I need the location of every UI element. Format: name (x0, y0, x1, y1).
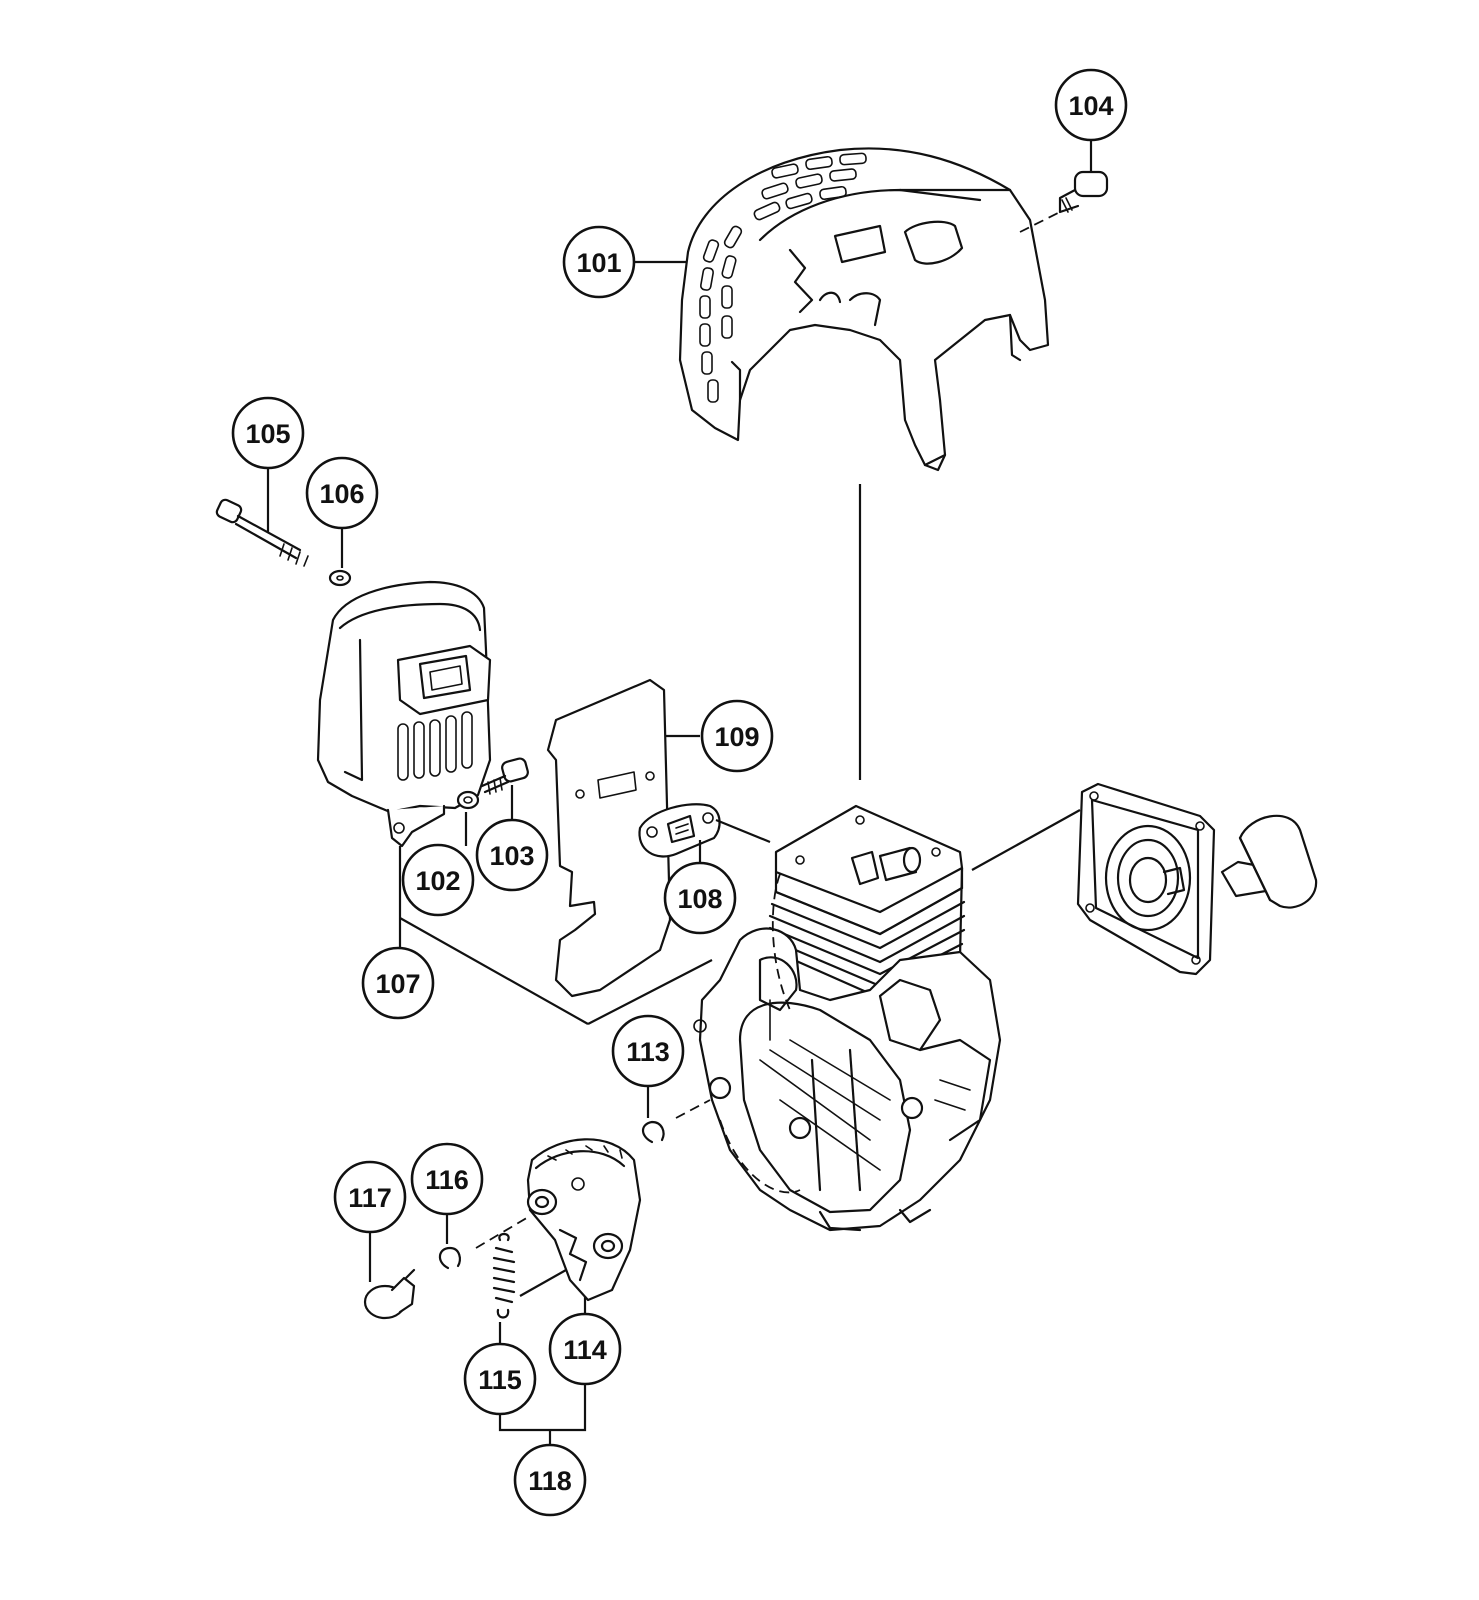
callout-115: 115 (463, 1342, 537, 1416)
e-ring-113-drawing (641, 1120, 665, 1144)
callout-105: 105 (231, 396, 305, 470)
leader-lines (266, 140, 1093, 1446)
callout-104: 104 (1054, 68, 1128, 142)
callout-label: 117 (348, 1183, 392, 1213)
clutch-shoe-drawing (526, 1138, 642, 1302)
callout-118: 118 (513, 1443, 587, 1517)
callout-109: 109 (700, 699, 774, 773)
recoil-starter-drawing (1076, 782, 1318, 976)
callout-108: 108 (663, 861, 737, 935)
callout-label: 105 (245, 419, 290, 449)
cover-screw-drawing (1058, 170, 1109, 214)
callout-label: 101 (576, 248, 621, 278)
callout-label: 116 (425, 1165, 469, 1195)
callout-label: 113 (626, 1037, 670, 1067)
callout-113: 113 (611, 1014, 685, 1088)
clutch-spring-drawing (492, 1232, 516, 1319)
callout-116: 116 (410, 1142, 484, 1216)
callout-label: 106 (319, 479, 364, 509)
callout-label: 118 (528, 1466, 572, 1496)
callout-label: 104 (1068, 91, 1113, 121)
muffler-bolt-drawing (215, 498, 352, 587)
engine-cover-drawing (678, 147, 1061, 472)
callout-106: 106 (305, 456, 379, 530)
callout-label: 108 (677, 884, 722, 914)
muffler-drawing (316, 580, 529, 848)
callout-label: 107 (375, 969, 420, 999)
callout-114: 114 (548, 1312, 622, 1386)
callout-label: 109 (714, 722, 759, 752)
clutch-bolt-drawing (363, 1268, 416, 1320)
e-ring-116-drawing (438, 1246, 461, 1270)
callout-103: 103 (475, 818, 549, 892)
callout-label: 114 (563, 1335, 607, 1365)
callout-label: 115 (478, 1365, 522, 1395)
callout-101: 101 (562, 225, 636, 299)
callout-label: 102 (415, 866, 460, 896)
engine-block-drawing (693, 804, 1002, 1232)
callout-107: 107 (361, 946, 435, 1020)
callout-102: 102 (401, 843, 475, 917)
callout-117: 117 (333, 1160, 407, 1234)
callout-label: 103 (489, 841, 534, 871)
